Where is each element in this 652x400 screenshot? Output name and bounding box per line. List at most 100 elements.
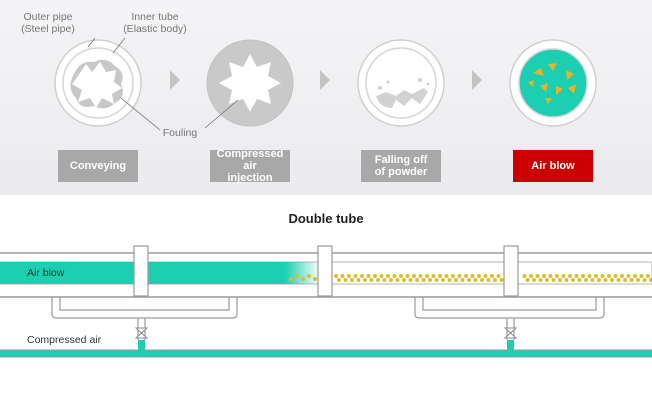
powder-particle xyxy=(639,274,644,278)
powder-particle xyxy=(399,274,403,278)
powder-particle xyxy=(350,278,354,282)
powder-particle xyxy=(522,274,527,278)
outer-pipe-label: Outer pipe (Steel pipe) xyxy=(21,11,75,35)
powder-particles xyxy=(289,274,317,281)
powder-particle xyxy=(464,274,468,278)
powder-particle xyxy=(629,278,634,282)
powder-particle xyxy=(623,278,627,282)
powder-particle xyxy=(415,278,419,282)
powder-particle xyxy=(441,278,445,282)
powder-particle xyxy=(408,278,413,282)
powder-particle xyxy=(467,278,471,282)
powder-particle xyxy=(389,278,393,282)
powder-particle xyxy=(337,278,341,282)
powder-particle xyxy=(434,278,439,282)
powder-particle xyxy=(584,278,588,282)
powder-particle xyxy=(525,278,530,282)
falling-off-cross-section xyxy=(357,39,445,127)
chevron-right-icon xyxy=(472,70,482,90)
powder-particle xyxy=(607,274,611,278)
powder-particle xyxy=(590,278,595,282)
powder-particle xyxy=(447,278,452,282)
powder-particle xyxy=(574,274,579,278)
powder-particle xyxy=(340,274,345,278)
powder-particle xyxy=(376,278,380,282)
powder-particle xyxy=(620,274,624,278)
powder-particle xyxy=(451,274,455,278)
powder-particle xyxy=(477,274,481,278)
powder-particle xyxy=(425,274,429,278)
powder-particle xyxy=(555,274,559,278)
powder-row xyxy=(334,274,652,282)
powder-particle xyxy=(480,278,484,282)
powder-particle xyxy=(382,278,387,282)
powder-particle xyxy=(542,274,546,278)
powder-particle xyxy=(571,278,575,282)
powder-particle xyxy=(642,278,647,282)
powder-particle xyxy=(428,278,432,282)
powder-particle xyxy=(545,278,549,282)
powder-particle xyxy=(496,274,501,278)
stage-label-air-blow: Air blow xyxy=(513,150,593,182)
powder-particle xyxy=(454,278,458,282)
outer-pipe-leader xyxy=(87,37,96,48)
flange-clamps xyxy=(133,245,519,297)
stage-label-compressed-air-injection: Compressed air injection xyxy=(210,148,290,184)
powder-particle xyxy=(649,278,652,282)
fouling-leader-2 xyxy=(204,99,239,129)
air-blow-cross-section xyxy=(509,39,597,127)
powder-particle xyxy=(405,274,410,278)
powder-particle xyxy=(366,274,371,278)
powder-particle xyxy=(373,274,377,278)
powder-particle xyxy=(457,274,462,278)
chevron-right-icon xyxy=(320,70,330,90)
bypass-lines xyxy=(51,297,605,340)
powder-particle xyxy=(470,274,475,278)
fouling-label: Fouling xyxy=(162,127,198,139)
powder-particle xyxy=(581,274,585,278)
powder-particle xyxy=(356,278,361,282)
diagram-title: Double tube xyxy=(288,211,364,226)
powder-particle xyxy=(532,278,536,282)
powder-particle xyxy=(616,278,621,282)
stage-label-conveying: Conveying xyxy=(58,150,138,182)
compressed-air-line xyxy=(0,340,652,358)
powder-particle xyxy=(483,274,488,278)
powder-particle xyxy=(431,274,436,278)
powder-particle xyxy=(334,274,338,278)
powder-particle xyxy=(529,274,533,278)
powder-particle xyxy=(548,274,553,278)
fouling-leader-1 xyxy=(120,97,161,131)
powder-particle xyxy=(551,278,556,282)
stage-label-falling-off: Falling off of powder xyxy=(361,150,441,182)
powder-particle xyxy=(486,278,491,282)
powder-particle xyxy=(535,274,540,278)
powder-particle xyxy=(460,278,465,282)
powder-particle xyxy=(603,278,608,282)
valve-icon xyxy=(134,327,518,339)
powder-particle xyxy=(379,274,384,278)
powder-particle xyxy=(636,278,640,282)
powder-particle xyxy=(568,274,572,278)
powder-particle xyxy=(386,274,390,278)
powder-particle xyxy=(493,278,497,282)
powder-particle xyxy=(353,274,358,278)
compressed-air-injection-cross-section xyxy=(206,39,294,127)
powder-particle xyxy=(438,274,442,278)
powder-particle xyxy=(538,278,543,282)
powder-particle xyxy=(594,274,598,278)
powder-particle xyxy=(646,274,650,278)
powder-particle xyxy=(577,278,582,282)
powder-particle xyxy=(360,274,364,278)
inner-tube-leader xyxy=(112,37,126,54)
powder-particle xyxy=(444,274,449,278)
conveying-cross-section xyxy=(54,39,142,127)
air-blow-pipe-label: Air blow xyxy=(27,267,65,279)
powder-particle xyxy=(626,274,631,278)
powder-particle xyxy=(564,278,569,282)
powder-particle xyxy=(392,274,397,278)
powder-particle xyxy=(343,278,348,282)
inner-tube-label: Inner tube (Elastic body) xyxy=(123,11,187,35)
powder-particle xyxy=(613,274,618,278)
